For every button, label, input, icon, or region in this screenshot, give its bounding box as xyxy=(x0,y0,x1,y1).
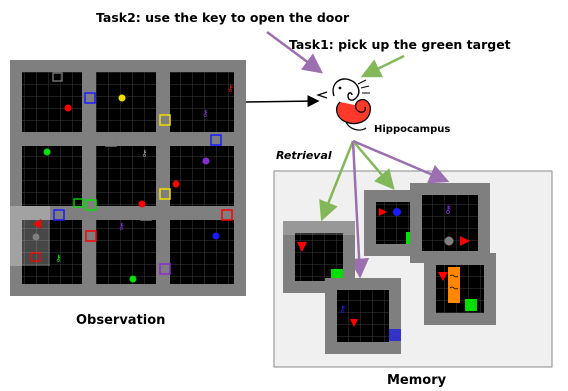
door-icon xyxy=(210,134,222,146)
door-icon xyxy=(53,209,65,221)
door-icon xyxy=(85,199,97,211)
key-icon: ⚷ xyxy=(202,109,209,119)
box-icon xyxy=(52,72,63,82)
memory-thumbnail xyxy=(283,221,355,293)
door-icon xyxy=(159,114,171,126)
task1-arrow xyxy=(360,54,405,78)
memory-thumbnail: ⚷ xyxy=(410,183,490,263)
key-icon: ⚷ xyxy=(141,149,148,159)
red-ball xyxy=(172,180,180,188)
task2-label: Task2: use the key to open the door xyxy=(96,10,350,25)
memory-arrow xyxy=(349,140,370,279)
box-icon xyxy=(73,198,84,208)
task1-label: Task1: pick up the green target xyxy=(289,37,511,52)
box-icon xyxy=(30,252,41,262)
memory-arrow xyxy=(352,139,450,184)
seahorse-icon xyxy=(316,78,372,131)
key-icon: ⚷ xyxy=(118,222,125,232)
memory-thumbnail: ⚷ xyxy=(325,278,401,354)
observation-grid: ⚷ ⚷ ⚷ ⚷ ⚷ xyxy=(10,60,246,296)
blue-ball xyxy=(212,232,220,240)
memory-arrow xyxy=(352,140,395,190)
green-ball xyxy=(129,275,137,283)
door-icon xyxy=(159,188,171,200)
green-ball xyxy=(43,148,51,156)
svg-text:⚷: ⚷ xyxy=(339,304,346,315)
red-ball xyxy=(64,104,72,112)
door-icon xyxy=(105,135,117,147)
red-ball xyxy=(138,200,146,208)
agent-triangle xyxy=(33,219,41,229)
observation-arrow xyxy=(245,95,320,108)
door-icon xyxy=(221,209,233,221)
memory-thumbnail xyxy=(424,253,496,325)
key-icon: ⚷ xyxy=(227,84,234,94)
grey-ball xyxy=(32,233,40,241)
door-icon xyxy=(85,230,97,242)
observation-label: Observation xyxy=(76,313,166,328)
key-icon: ⚷ xyxy=(55,254,62,264)
svg-text:⚷: ⚷ xyxy=(444,203,452,216)
purple-ball xyxy=(202,157,210,165)
memory-label: Memory xyxy=(387,373,447,388)
door-icon xyxy=(140,209,152,221)
door-icon xyxy=(84,92,96,104)
yellow-ball xyxy=(118,94,126,102)
hippocampus-label: Hippocampus xyxy=(374,124,451,135)
door-icon xyxy=(159,263,171,275)
task2-arrow xyxy=(266,30,324,74)
memory-arrow xyxy=(319,140,355,222)
retrieval-label: Retrieval xyxy=(276,149,332,162)
